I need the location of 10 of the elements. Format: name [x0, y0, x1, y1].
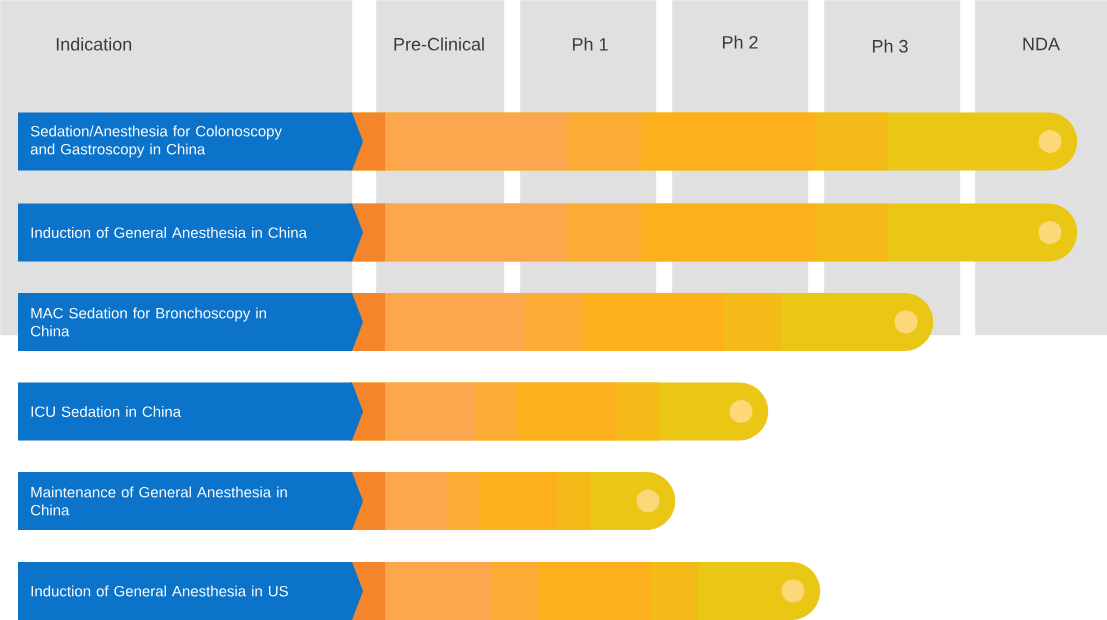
indication-tag: Maintenance of General Anesthesia in China	[18, 472, 363, 530]
progress-bar	[350, 382, 769, 441]
indication-tag: MAC Sedation for Bronchoscopy in China	[18, 293, 363, 351]
progress-bar	[350, 293, 934, 351]
indication-tag: Induction of General Anesthesia in US	[18, 562, 363, 620]
progress-bar	[350, 472, 676, 530]
progress-bar	[350, 562, 821, 620]
indication-tag: ICU Sedation in China	[18, 382, 363, 441]
progress-bar	[350, 203, 1078, 262]
progress-bar	[350, 112, 1078, 171]
